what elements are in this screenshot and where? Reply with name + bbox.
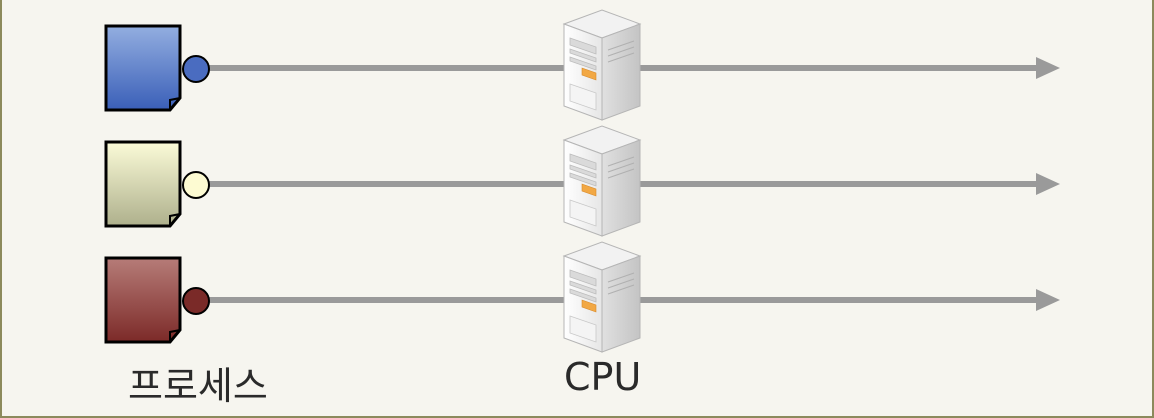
- process-label: 프로세스: [128, 364, 268, 408]
- server-tower-icon: [563, 241, 641, 353]
- cpu-label: CPU: [564, 355, 642, 399]
- process-connector-dot: [182, 171, 210, 199]
- process-document-icon: [104, 24, 182, 112]
- document-corner-fold: [169, 97, 181, 110]
- server-tower-icon: [563, 9, 641, 121]
- process-document-icon: [104, 256, 182, 344]
- process-connector-dot: [182, 287, 210, 315]
- document-corner-fold: [169, 213, 181, 226]
- document-corner-fold: [169, 329, 181, 342]
- timeline-arrowhead: [1036, 57, 1060, 79]
- process-document-icon: [104, 140, 182, 228]
- timeline-arrowhead: [1036, 289, 1060, 311]
- server-tower-icon: [563, 125, 641, 237]
- timeline-arrowhead: [1036, 173, 1060, 195]
- process-connector-dot: [182, 55, 210, 83]
